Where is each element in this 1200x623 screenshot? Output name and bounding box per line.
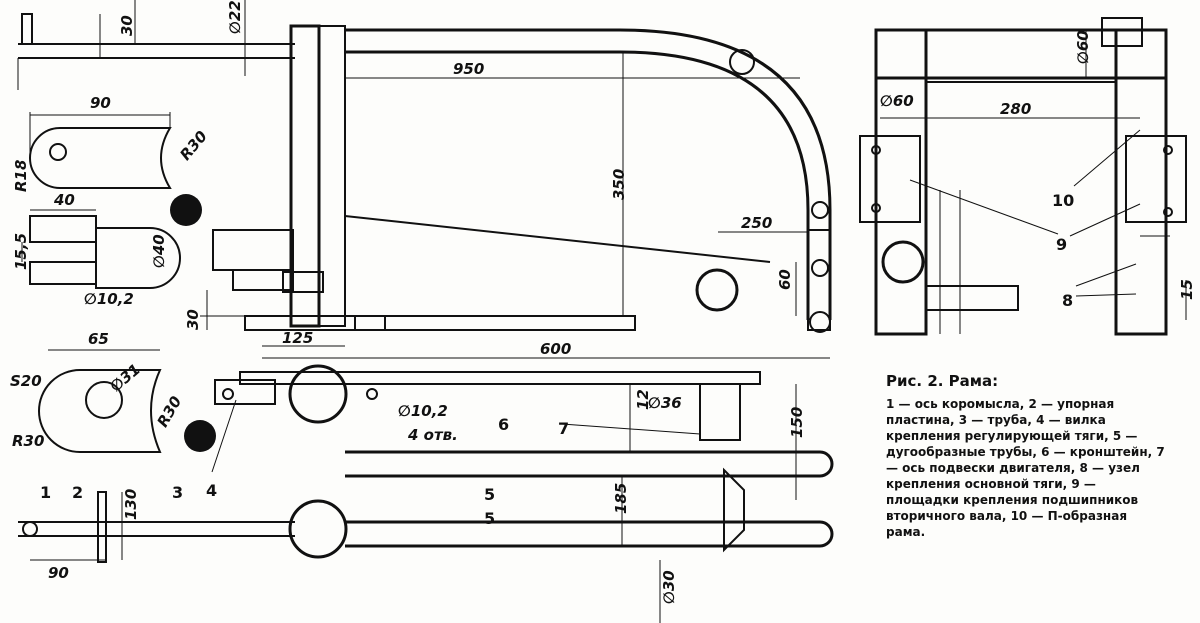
callout-9: 9 bbox=[1056, 235, 1067, 254]
dim-60: 60 bbox=[776, 269, 794, 290]
figure-caption: Рис. 2. Рама: 1 — ось коромысла, 2 — упо… bbox=[886, 372, 1168, 540]
dim-40: 40 bbox=[53, 191, 75, 209]
callout-1: 1 bbox=[40, 483, 51, 502]
dim-125: 125 bbox=[282, 329, 313, 347]
frame-plan-view bbox=[18, 364, 834, 623]
dim-dia30-bottom: ∅30 bbox=[660, 570, 678, 604]
callout-2: 2 bbox=[72, 483, 83, 502]
callout-6: 6 bbox=[498, 415, 509, 434]
dim-30-top: 30 bbox=[118, 15, 136, 36]
plate-detail-s20 bbox=[38, 349, 216, 453]
dim-130: 130 bbox=[122, 489, 140, 520]
dim-s20: S20 bbox=[10, 372, 42, 390]
dim-350: 350 bbox=[610, 169, 628, 200]
dim-r30-c: R30 bbox=[12, 432, 44, 450]
callout-8: 8 bbox=[1062, 291, 1073, 310]
dim-280: 280 bbox=[1000, 100, 1031, 118]
dim-185: 185 bbox=[612, 483, 630, 514]
dim-dia10-2-b: ∅10,2 bbox=[398, 402, 448, 420]
dim-90-a: 90 bbox=[90, 94, 111, 112]
dim-dia31: ∅31 bbox=[106, 360, 143, 395]
dim-150: 150 bbox=[788, 407, 806, 438]
dim-90-b: 90 bbox=[48, 564, 69, 582]
main-frame-side-view bbox=[200, 24, 832, 359]
callout-4: 4 bbox=[206, 481, 217, 500]
figure-title: Рис. 2. Рама: bbox=[886, 372, 999, 390]
callout-7: 7 bbox=[558, 419, 569, 438]
dim-600: 600 bbox=[540, 340, 571, 358]
plate-detail-r30 bbox=[29, 112, 202, 226]
u-frame-end-view bbox=[859, 17, 1187, 336]
dim-dia60-left: ∅60 bbox=[880, 92, 914, 110]
dim-250: 250 bbox=[741, 214, 772, 232]
dim-4-holes: 4 отв. bbox=[407, 426, 458, 444]
dim-dia40: ∅40 bbox=[150, 234, 168, 268]
callout-3: 3 bbox=[172, 483, 183, 502]
dim-dia36: ∅36 bbox=[648, 394, 682, 412]
dim-dia22: ∅22 bbox=[226, 0, 244, 34]
dim-r18: R18 bbox=[12, 160, 30, 192]
dim-15: 15 bbox=[1178, 279, 1196, 300]
dim-12: 12 bbox=[634, 389, 652, 410]
callout-5-b: 5 bbox=[484, 509, 495, 528]
callout-5-a: 5 bbox=[484, 485, 495, 504]
dim-65: 65 bbox=[88, 330, 109, 348]
dim-dia10-2-a: ∅10,2 bbox=[84, 290, 134, 308]
dim-30-mid: 30 bbox=[184, 309, 202, 330]
dim-15-5: 15,5 bbox=[12, 233, 30, 270]
dim-r30-a: R30 bbox=[176, 127, 211, 163]
dim-dia60-top: ∅60 bbox=[1074, 30, 1092, 64]
figure-legend: 1 — ось коромысла, 2 — упорная пластина,… bbox=[886, 397, 1165, 539]
dim-r30-b: R30 bbox=[154, 393, 186, 430]
tube-axis-detail bbox=[17, 0, 295, 90]
callout-10: 10 bbox=[1052, 191, 1074, 210]
bushing-section-detail bbox=[21, 209, 181, 289]
dim-950: 950 bbox=[453, 60, 484, 78]
